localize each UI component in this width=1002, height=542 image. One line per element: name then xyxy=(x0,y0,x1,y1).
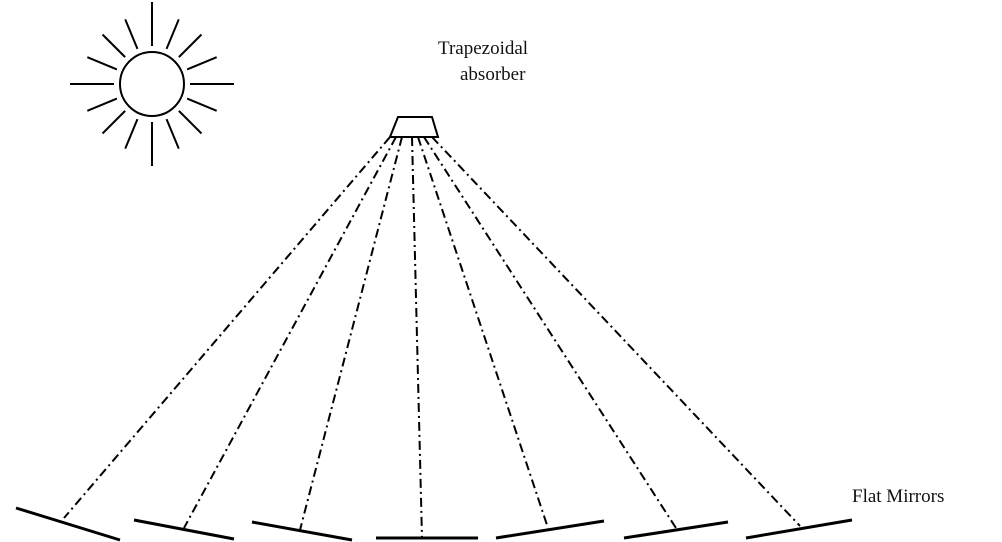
sun-icon xyxy=(70,2,234,166)
sun-ray xyxy=(86,56,118,71)
flat-mirror xyxy=(623,520,729,540)
sun-disc xyxy=(119,51,185,117)
sun-ray xyxy=(178,110,203,135)
sun-ray xyxy=(101,110,126,135)
reflected-ray xyxy=(183,136,397,529)
reflected-rays xyxy=(63,136,801,539)
sun-ray xyxy=(124,118,139,150)
flat-mirrors-label: Flat Mirrors xyxy=(852,486,944,507)
flat-mirror xyxy=(15,506,121,542)
sun-ray xyxy=(101,33,126,58)
absorber-label-line1: Trapezoidal xyxy=(438,38,528,59)
absorber-label-line2: absorber xyxy=(460,64,526,85)
sun-ray xyxy=(186,97,218,112)
reflected-ray xyxy=(423,136,677,529)
trapezoidal-absorber xyxy=(388,116,440,138)
sun-ray xyxy=(165,18,180,50)
flat-mirror xyxy=(251,520,353,542)
reflected-ray xyxy=(299,136,403,531)
sun-ray xyxy=(86,97,118,112)
flat-mirrors xyxy=(15,506,853,542)
flat-mirror xyxy=(495,519,605,540)
sun-ray xyxy=(186,56,218,71)
flat-mirror xyxy=(745,518,853,540)
reflected-ray xyxy=(431,136,801,527)
flat-mirror xyxy=(133,518,235,541)
sun-ray xyxy=(124,18,139,50)
reflected-ray xyxy=(411,136,423,539)
reflected-ray xyxy=(63,136,391,519)
sun-ray xyxy=(165,118,180,150)
sun-ray xyxy=(178,33,203,58)
reflected-ray xyxy=(417,136,549,529)
